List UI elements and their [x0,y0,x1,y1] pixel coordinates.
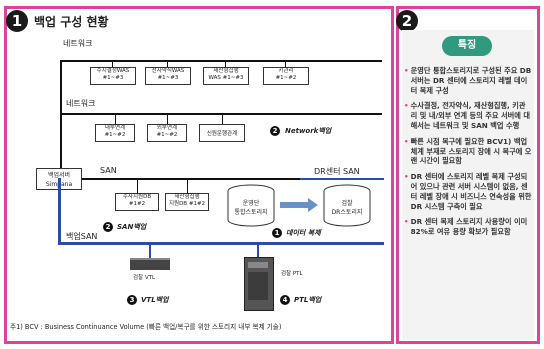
san-backup-number: 2 [103,222,113,232]
link-box-identity: 신원운행관계 [199,124,245,142]
dr-san-line [300,178,384,180]
db-box-jaesan: 재산형집행 지원DB #1#2 [165,193,209,211]
connector [257,245,259,257]
san-backup-label: SAN백업 [117,223,147,231]
was-box-keymgmt: 키관리 #1~#2 [263,67,309,85]
footnote: 주1) BCV : Business Continuance Volume (빠… [10,323,282,331]
feature-item: •DR 센터에 스토리지 레벨 복제 구성되어 있으나 관련 서버 시스템이 없… [404,172,532,211]
feature-text: DR 센터에 스토리지 레벨 복제 구성되어 있으나 관련 서버 시스템이 없음… [410,172,532,211]
san-label: SAN [100,166,117,175]
connector [187,180,188,193]
was-box-jaesan: 재산형집행 WAS #1~#3 [203,67,249,85]
db-box-susi: 수사지원DB #1#2 [115,193,159,211]
feature-item: •수사결정, 전자약식, 재산형집행, 키관리 및 내/외부 연계 등의 주요 … [404,101,532,130]
connector [167,115,168,124]
ops-storage-cylinder [227,184,275,227]
network-top-line [60,60,382,62]
feature-item: •운영단 통합스토리지로 구성된 주요 DB 서버는 DR 센터에 스토리지 레… [404,66,532,95]
connector [225,62,226,67]
network-top-label: 네트워크 [63,39,93,48]
connector [149,245,151,260]
was-box-jeonja: 전자약식WAS #1~#3 [145,67,191,85]
was-box-susi: 수시결정WAS #1~#3 [90,67,136,85]
connector [222,115,223,124]
ptl-device-icon [244,257,274,311]
feature-item: •빠른 시점 복구에 필요한 BCV1) 백업 체계 부재로 스토리지 장애 시… [404,136,532,166]
san-line [82,178,300,180]
features-number-badge: 2 [396,10,418,32]
ptl-backup-number: 4 [280,295,290,305]
features-badge: 특징 [442,36,492,56]
connector [137,180,138,193]
dr-storage-label: 검찰 DR스토리지 [331,200,363,216]
link-box-external: 외부연계 #1~#2 [147,124,187,142]
features-list: •운영단 통합스토리지로 구성된 주요 DB 서버는 DR 센터에 스토리지 레… [404,66,532,237]
backup-san-trunk [58,178,61,242]
network-mid-label: 네트워크 [66,99,96,108]
network-backup-label: Network백업 [285,127,332,135]
network-backup-number: 2 [270,126,280,136]
replication-arrow-icon [280,198,318,212]
connector [115,115,116,124]
vtl-device-label: 검찰 VTL [133,275,156,281]
vtl-device-icon [130,258,170,270]
network-mid-line [60,113,382,115]
connector [167,62,168,67]
connector [285,62,286,67]
network-trunk-line [60,60,62,178]
connector [112,62,113,67]
dr-san-label: DR센터 SAN [314,167,360,176]
link-box-internal: 내부연계 #1~#2 [95,124,135,142]
backup-san-label: 백업SAN [66,232,98,241]
feature-item: •DR 센터 복제 스토리지 사용량이 이미 82%로 여유 용량 확보가 필요… [404,217,532,237]
vtl-backup-label: VTL백업 [141,296,169,304]
ops-storage-label: 운영단 통합스토리지 [234,200,268,216]
feature-text: DR 센터 복제 스토리지 사용량이 이미 82%로 여유 용량 확보가 필요함 [410,217,528,237]
data-replication-label: 데이터 복제 [286,229,321,237]
features-background [402,30,534,340]
panel-title: 백업 구성 현황 [34,15,109,29]
dr-storage-cylinder [323,184,371,227]
backup-san-line [58,242,384,245]
vtl-backup-number: 3 [127,295,137,305]
feature-text: 운영단 통합스토리지로 구성된 주요 DB 서버는 DR 센터에 스토리지 레벨… [410,66,532,95]
feature-text: 빠른 시점 복구에 필요한 BCV1) 백업 체계 부재로 스토리지 장애 시 … [410,136,532,166]
data-replication-number: 1 [272,228,282,238]
feature-text: 수사결정, 전자약식, 재산형집행, 키관리 및 내/외부 연계 등의 주요 서… [410,101,530,130]
panel-number-badge: 1 [6,10,28,32]
ptl-backup-label: PTL백업 [294,296,322,304]
ptl-device-label: 검찰 PTL [281,271,303,277]
